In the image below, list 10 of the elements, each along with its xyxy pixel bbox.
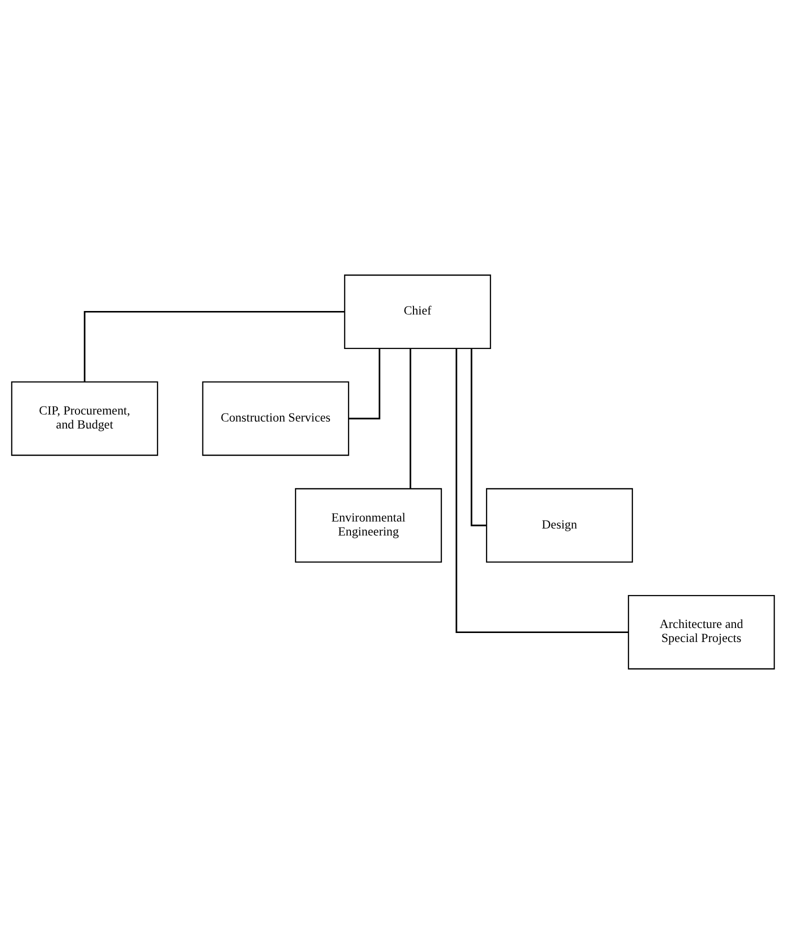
connector	[84, 310, 344, 382]
connector	[410, 348, 412, 488]
node-box: Construction Services	[202, 380, 350, 456]
node-box: CIP, Procurement, and Budget	[11, 380, 158, 456]
node-box: Design	[486, 488, 633, 562]
connector	[348, 348, 380, 419]
node-box: Chief	[344, 274, 492, 348]
connector	[456, 348, 628, 633]
node-box: Architecture and Special Projects	[628, 594, 775, 669]
node-box: Environmental Engineering	[294, 488, 442, 562]
